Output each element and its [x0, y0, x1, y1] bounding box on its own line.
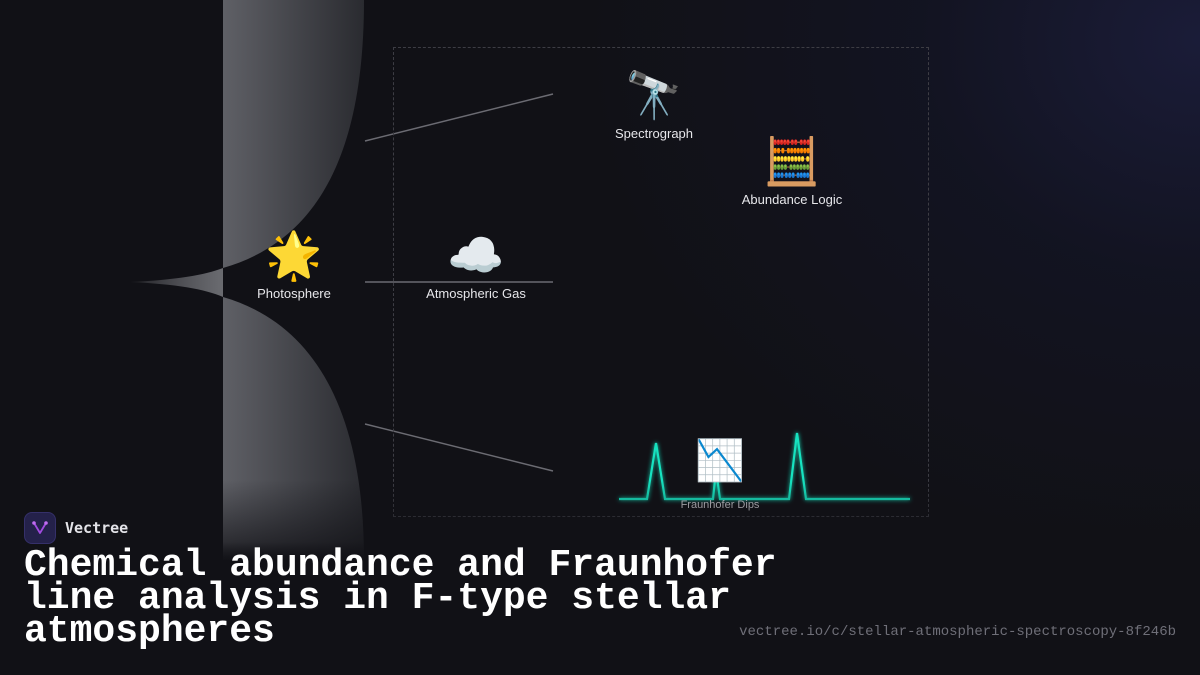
node-label: Abundance Logic — [741, 192, 843, 207]
cloud-icon: ☁️ — [447, 229, 505, 281]
node-label: Atmospheric Gas — [426, 286, 526, 301]
lens-beak — [130, 268, 223, 297]
chart-decreasing-icon: 📉 — [695, 439, 745, 483]
ray-upper — [364, 93, 554, 142]
glowing-star-icon: 🌟 — [265, 229, 323, 281]
node-abundance-logic: 🧮 Abundance Logic — [742, 138, 842, 207]
brand: Vectree — [24, 512, 128, 544]
brand-name: Vectree — [65, 519, 129, 537]
node-label: Photosphere — [257, 286, 331, 301]
node-atmospheric-gas: ☁️ Atmospheric Gas — [426, 232, 526, 301]
node-spectrograph: 🔭 Spectrograph — [615, 72, 693, 141]
vectree-logo-icon — [24, 512, 56, 544]
node-label: Spectrograph — [614, 126, 694, 141]
lens-upper-lobe — [223, 0, 364, 268]
bottom-fade — [0, 480, 1200, 675]
node-photosphere: 🌟 Photosphere — [257, 232, 331, 301]
abacus-icon: 🧮 — [763, 135, 821, 187]
spectrum-trace — [619, 432, 910, 501]
page-title: Chemical abundance and Fraunhofer line a… — [24, 544, 777, 653]
ray-lower — [364, 423, 554, 472]
share-url[interactable]: vectree.io/c/stellar-atmospheric-spectro… — [739, 624, 1176, 640]
telescope-icon: 🔭 — [625, 69, 683, 121]
